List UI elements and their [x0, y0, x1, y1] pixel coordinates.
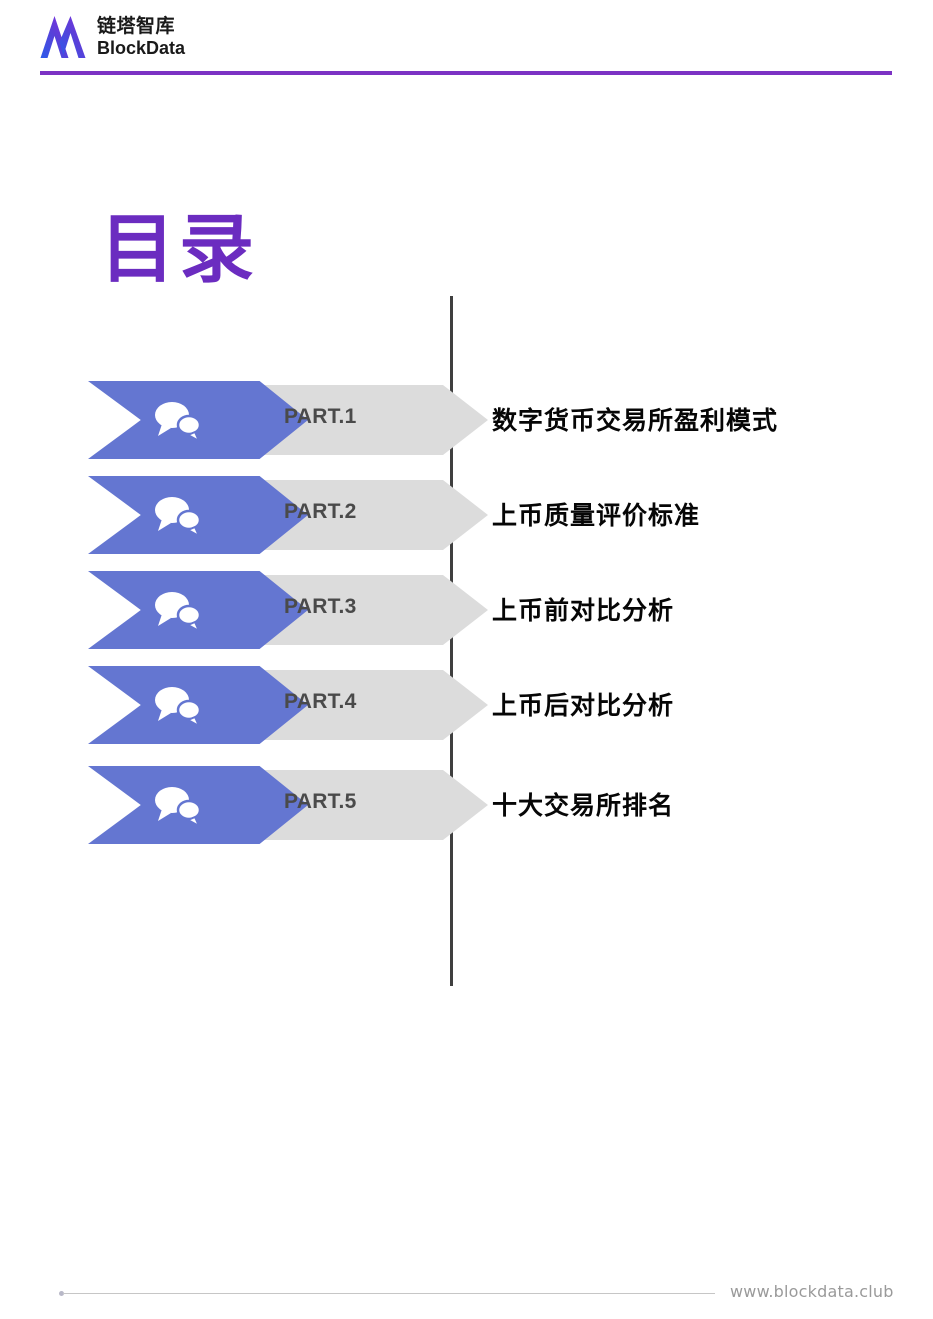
part-label-2: PART.2 — [284, 500, 357, 523]
toc-entry-text-3[interactable]: 上币前对比分析 — [492, 596, 675, 625]
footer-website-url[interactable]: www.blockdata.club — [730, 1282, 894, 1301]
brand-logo[interactable]: 链塔智库 BlockData — [38, 13, 185, 61]
chevron-badge-5[interactable]: PART.5 — [88, 766, 488, 844]
chevron-badge-2[interactable]: PART.2 — [88, 476, 488, 554]
toc-entry-4[interactable]: PART.4 上币后对比分析 — [0, 666, 933, 744]
brand-name-cn: 链塔智库 — [97, 15, 176, 37]
part-label-5: PART.5 — [284, 790, 357, 813]
speech-bubbles-icon — [155, 687, 202, 727]
page-header: 链塔智库 BlockData — [0, 0, 933, 80]
part-label-1: PART.1 — [284, 405, 357, 428]
part-label-4: PART.4 — [284, 690, 357, 713]
brand-wordmark: 链塔智库 BlockData — [97, 15, 186, 58]
toc-entry-2[interactable]: PART.2 上币质量评价标准 — [0, 476, 933, 554]
brand-name-en: BlockData — [97, 38, 186, 58]
chevron-badge-1[interactable]: PART.1 — [88, 381, 488, 459]
toc-entry-text-1[interactable]: 数字货币交易所盈利模式 — [492, 406, 779, 435]
chevron-badge-4[interactable]: PART.4 — [88, 666, 488, 744]
toc-entry-text-5[interactable]: 十大交易所排名 — [492, 791, 675, 820]
toc-entry-text-2[interactable]: 上币质量评价标准 — [492, 501, 701, 530]
speech-bubbles-icon — [155, 592, 202, 632]
vertical-divider — [450, 296, 453, 986]
toc-entry-1[interactable]: PART.1 数字货币交易所盈利模式 — [0, 381, 933, 459]
header-divider-rule — [40, 71, 892, 75]
toc-entry-3[interactable]: PART.3 上币前对比分析 — [0, 571, 933, 649]
toc-entry-text-4[interactable]: 上币后对比分析 — [492, 691, 675, 720]
toc-entry-5[interactable]: PART.5 十大交易所排名 — [0, 766, 933, 844]
speech-bubbles-icon — [155, 787, 202, 827]
speech-bubbles-icon — [155, 402, 202, 442]
chevron-badge-3[interactable]: PART.3 — [88, 571, 488, 649]
page-title: 目录 — [100, 205, 259, 293]
blockdata-mountain-logo-icon — [40, 16, 86, 58]
footer-bullet-dot — [59, 1291, 64, 1296]
speech-bubbles-icon — [155, 497, 202, 537]
footer-divider-line — [63, 1293, 715, 1294]
part-label-3: PART.3 — [284, 595, 357, 618]
